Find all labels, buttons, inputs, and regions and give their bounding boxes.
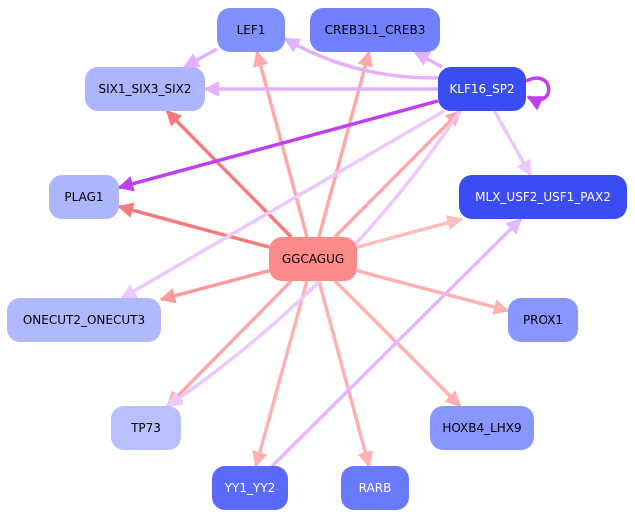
node-creb3l1-creb3[interactable]: CREB3L1_CREB3 [310, 8, 440, 52]
edge-klf16-sp2-to-klf16-sp2 [525, 76, 551, 111]
edge-ggcagug-to-yy1-yy2 [252, 280, 309, 468]
node-box[interactable] [85, 67, 205, 111]
node-box[interactable] [459, 175, 627, 219]
edge-ggcagug-to-creb3l1-creb3 [317, 50, 373, 238]
edge-ggcagug-to-onecut2-onecut3 [159, 269, 270, 304]
node-label: LEF1 [237, 23, 266, 37]
node-klf16-sp2[interactable]: KLF16_SP2 [438, 67, 526, 111]
node-label: HOXB4_LHX9 [442, 421, 521, 435]
edge-ggcagug-to-prox1 [356, 268, 510, 315]
edge-klf16-sp2-to-creb3l1-creb3 [413, 50, 443, 69]
node-label: ONECUT2_ONECUT3 [23, 313, 145, 327]
node-mlx-usf2-usf1-pax2[interactable]: MLX_USF2_USF1_PAX2 [459, 175, 627, 219]
node-ggcagug[interactable]: GGCAGUG [269, 237, 357, 281]
edge-ggcagug-to-six1-six3-six2 [165, 109, 293, 239]
node-hoxb4-lhx9[interactable]: HOXB4_LHX9 [430, 406, 534, 450]
node-box[interactable] [430, 406, 534, 450]
node-label: SIX1_SIX3_SIX2 [98, 82, 191, 96]
node-box[interactable] [341, 466, 409, 510]
node-onecut2-onecut3[interactable]: ONECUT2_ONECUT3 [7, 298, 161, 342]
node-yy1-yy2[interactable]: YY1_YY2 [212, 466, 288, 510]
node-label: MLX_USF2_USF1_PAX2 [475, 190, 611, 204]
node-six1-six3-six2[interactable]: SIX1_SIX3_SIX2 [85, 67, 205, 111]
node-prox1[interactable]: PROX1 [508, 298, 578, 342]
node-box[interactable] [310, 8, 440, 52]
node-box[interactable] [269, 237, 357, 281]
edge-klf16-sp2-to-mlx-usf2-usf1-pax2 [492, 110, 533, 177]
node-label: CREB3L1_CREB3 [325, 23, 426, 37]
edge-klf16-sp2-to-plag1 [117, 99, 439, 192]
node-box[interactable] [7, 298, 161, 342]
edge-lef1-to-six1-six3-six2 [183, 47, 218, 69]
edge-ggcagug-to-plag1 [117, 202, 270, 249]
node-box[interactable] [508, 298, 578, 342]
node-label: GGCAGUG [282, 252, 344, 266]
node-label: RARB [359, 481, 392, 495]
node-plag1[interactable]: PLAG1 [49, 175, 119, 219]
node-label: YY1_YY2 [224, 481, 276, 495]
node-tp73[interactable]: TP73 [111, 406, 181, 450]
node-box[interactable] [111, 406, 181, 450]
edge-ggcagug-to-rarb [317, 280, 373, 468]
node-label: KLF16_SP2 [449, 82, 514, 96]
node-box[interactable] [212, 466, 288, 510]
edges-layer [117, 37, 551, 468]
node-label: TP73 [130, 421, 161, 435]
node-rarb[interactable]: RARB [341, 466, 409, 510]
edge-klf16-sp2-to-lef1 [283, 37, 439, 80]
node-label: PLAG1 [64, 190, 103, 204]
edge-ggcagug-to-klf16-sp2 [333, 109, 462, 239]
node-box[interactable] [49, 175, 119, 219]
edge-ggcagug-to-mlx-usf2-usf1-pax2 [356, 215, 463, 249]
edge-ggcagug-to-tp73 [166, 279, 293, 408]
edge-yy1-yy2-to-mlx-usf2-usf1-pax2 [270, 217, 523, 468]
node-label: PROX1 [523, 313, 563, 327]
node-box[interactable] [438, 67, 526, 111]
edge-klf16-sp2-to-onecut2-onecut3 [120, 109, 445, 300]
node-box[interactable] [217, 8, 285, 52]
node-lef1[interactable]: LEF1 [217, 8, 285, 52]
